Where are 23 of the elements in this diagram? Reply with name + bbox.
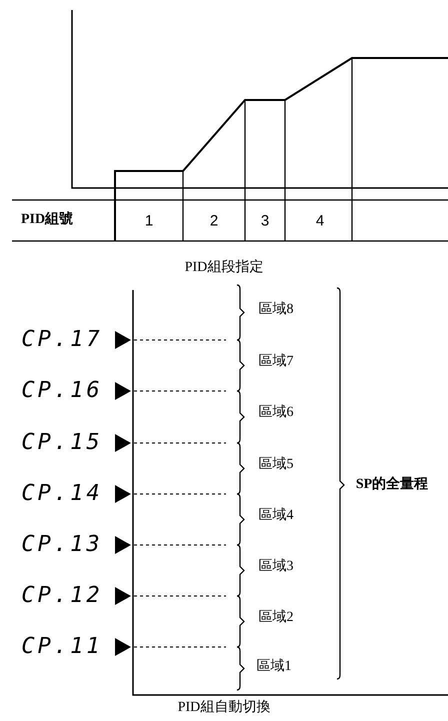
- zone-label: 區域6: [258, 406, 294, 420]
- row-header: PID組號: [20, 213, 74, 227]
- zone-label: 區域8: [258, 303, 294, 317]
- zone-label: 區域4: [258, 509, 294, 523]
- segment-number: 3: [260, 214, 270, 228]
- display-code: CP.15: [21, 432, 103, 454]
- zone-label: 區域5: [258, 458, 294, 472]
- zone-label: 區域3: [258, 560, 294, 574]
- display-code: CP.11: [21, 636, 103, 658]
- segment-number: 4: [316, 214, 324, 228]
- display-code: CP.16: [21, 380, 103, 402]
- display-code: CP.13: [21, 534, 103, 556]
- axis-caption: PID組段指定: [184, 261, 264, 275]
- display-code: CP.14: [21, 483, 103, 505]
- display-code: CP.12: [21, 585, 103, 607]
- zone-label: 區域2: [258, 611, 294, 625]
- segment-number: 2: [210, 214, 218, 228]
- axis-caption: PID組自動切換: [178, 701, 270, 715]
- display-code: CP.17: [21, 329, 103, 351]
- range-label: SP的全量程: [356, 478, 428, 492]
- zone-label: 區域1: [256, 660, 292, 674]
- segment-number: 1: [144, 214, 154, 228]
- zone-label: 區域7: [258, 355, 294, 369]
